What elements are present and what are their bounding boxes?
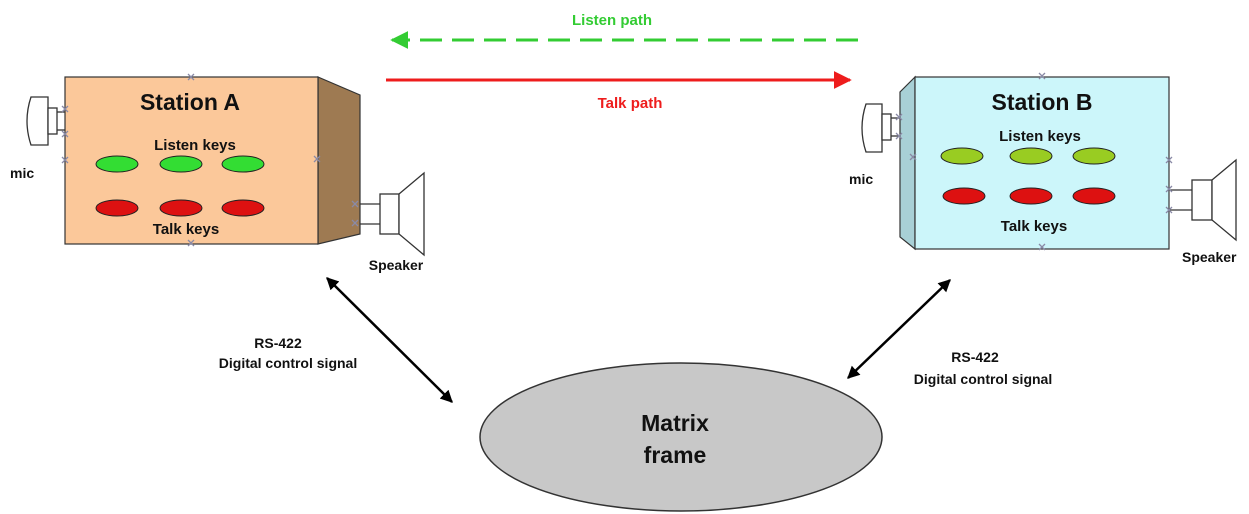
station-a-side-face [317, 76, 361, 245]
station-b-mic-label: mic [849, 171, 873, 187]
station-b-listen-key[interactable] [940, 147, 984, 165]
matrix-frame-line1: Matrix [641, 410, 709, 436]
station-a-listen-key[interactable] [159, 155, 203, 173]
rs422-right-line1: RS-422 [951, 349, 999, 365]
rs422-link-left-arrow [326, 277, 453, 403]
station-b-side-face [899, 75, 916, 251]
station-b-talk-key[interactable] [942, 187, 986, 205]
connection-markers [61, 72, 1173, 251]
station-b-listen-key[interactable] [1009, 147, 1053, 165]
station-a-talk-key[interactable] [95, 199, 139, 217]
station-b-listen-key[interactable] [1072, 147, 1116, 165]
station-a-speaker-label: Speaker [369, 257, 424, 273]
rs422-right-line2: Digital control signal [914, 371, 1052, 387]
talk-path-label: Talk path [598, 95, 663, 112]
station-a-title: Station A [140, 89, 240, 115]
listen-path-label: Listen path [572, 12, 652, 29]
station-b-title: Station B [992, 89, 1093, 115]
rs422-link-right-arrow [847, 279, 951, 379]
station-a-listen-key[interactable] [95, 155, 139, 173]
rs422-left-line2: Digital control signal [219, 355, 357, 371]
station-a-talk-key[interactable] [221, 199, 265, 217]
mic-icon [861, 103, 900, 153]
station-b-listen-keys-label: Listen keys [999, 128, 1081, 145]
station-b-talk-key[interactable] [1072, 187, 1116, 205]
speaker-icon [360, 171, 425, 257]
station-a-listen-keys-label: Listen keys [154, 137, 236, 154]
matrix-frame [479, 362, 883, 512]
station-a-mic-label: mic [10, 165, 34, 181]
station-a-listen-key[interactable] [221, 155, 265, 173]
speaker-icon [1169, 158, 1237, 242]
rs422-left-line1: RS-422 [254, 335, 302, 351]
station-b: Station B Listen keys Talk keys [899, 75, 1170, 251]
station-b-talk-keys-label: Talk keys [1001, 218, 1067, 235]
mic-icon [26, 96, 65, 146]
station-a-talk-key[interactable] [159, 199, 203, 217]
matrix-frame-line2: frame [644, 442, 707, 468]
station-a-talk-keys-label: Talk keys [153, 221, 219, 238]
station-a: Station A Listen keys Talk keys [64, 76, 361, 245]
station-b-speaker-label: Speaker [1182, 249, 1237, 265]
station-b-talk-key[interactable] [1009, 187, 1053, 205]
